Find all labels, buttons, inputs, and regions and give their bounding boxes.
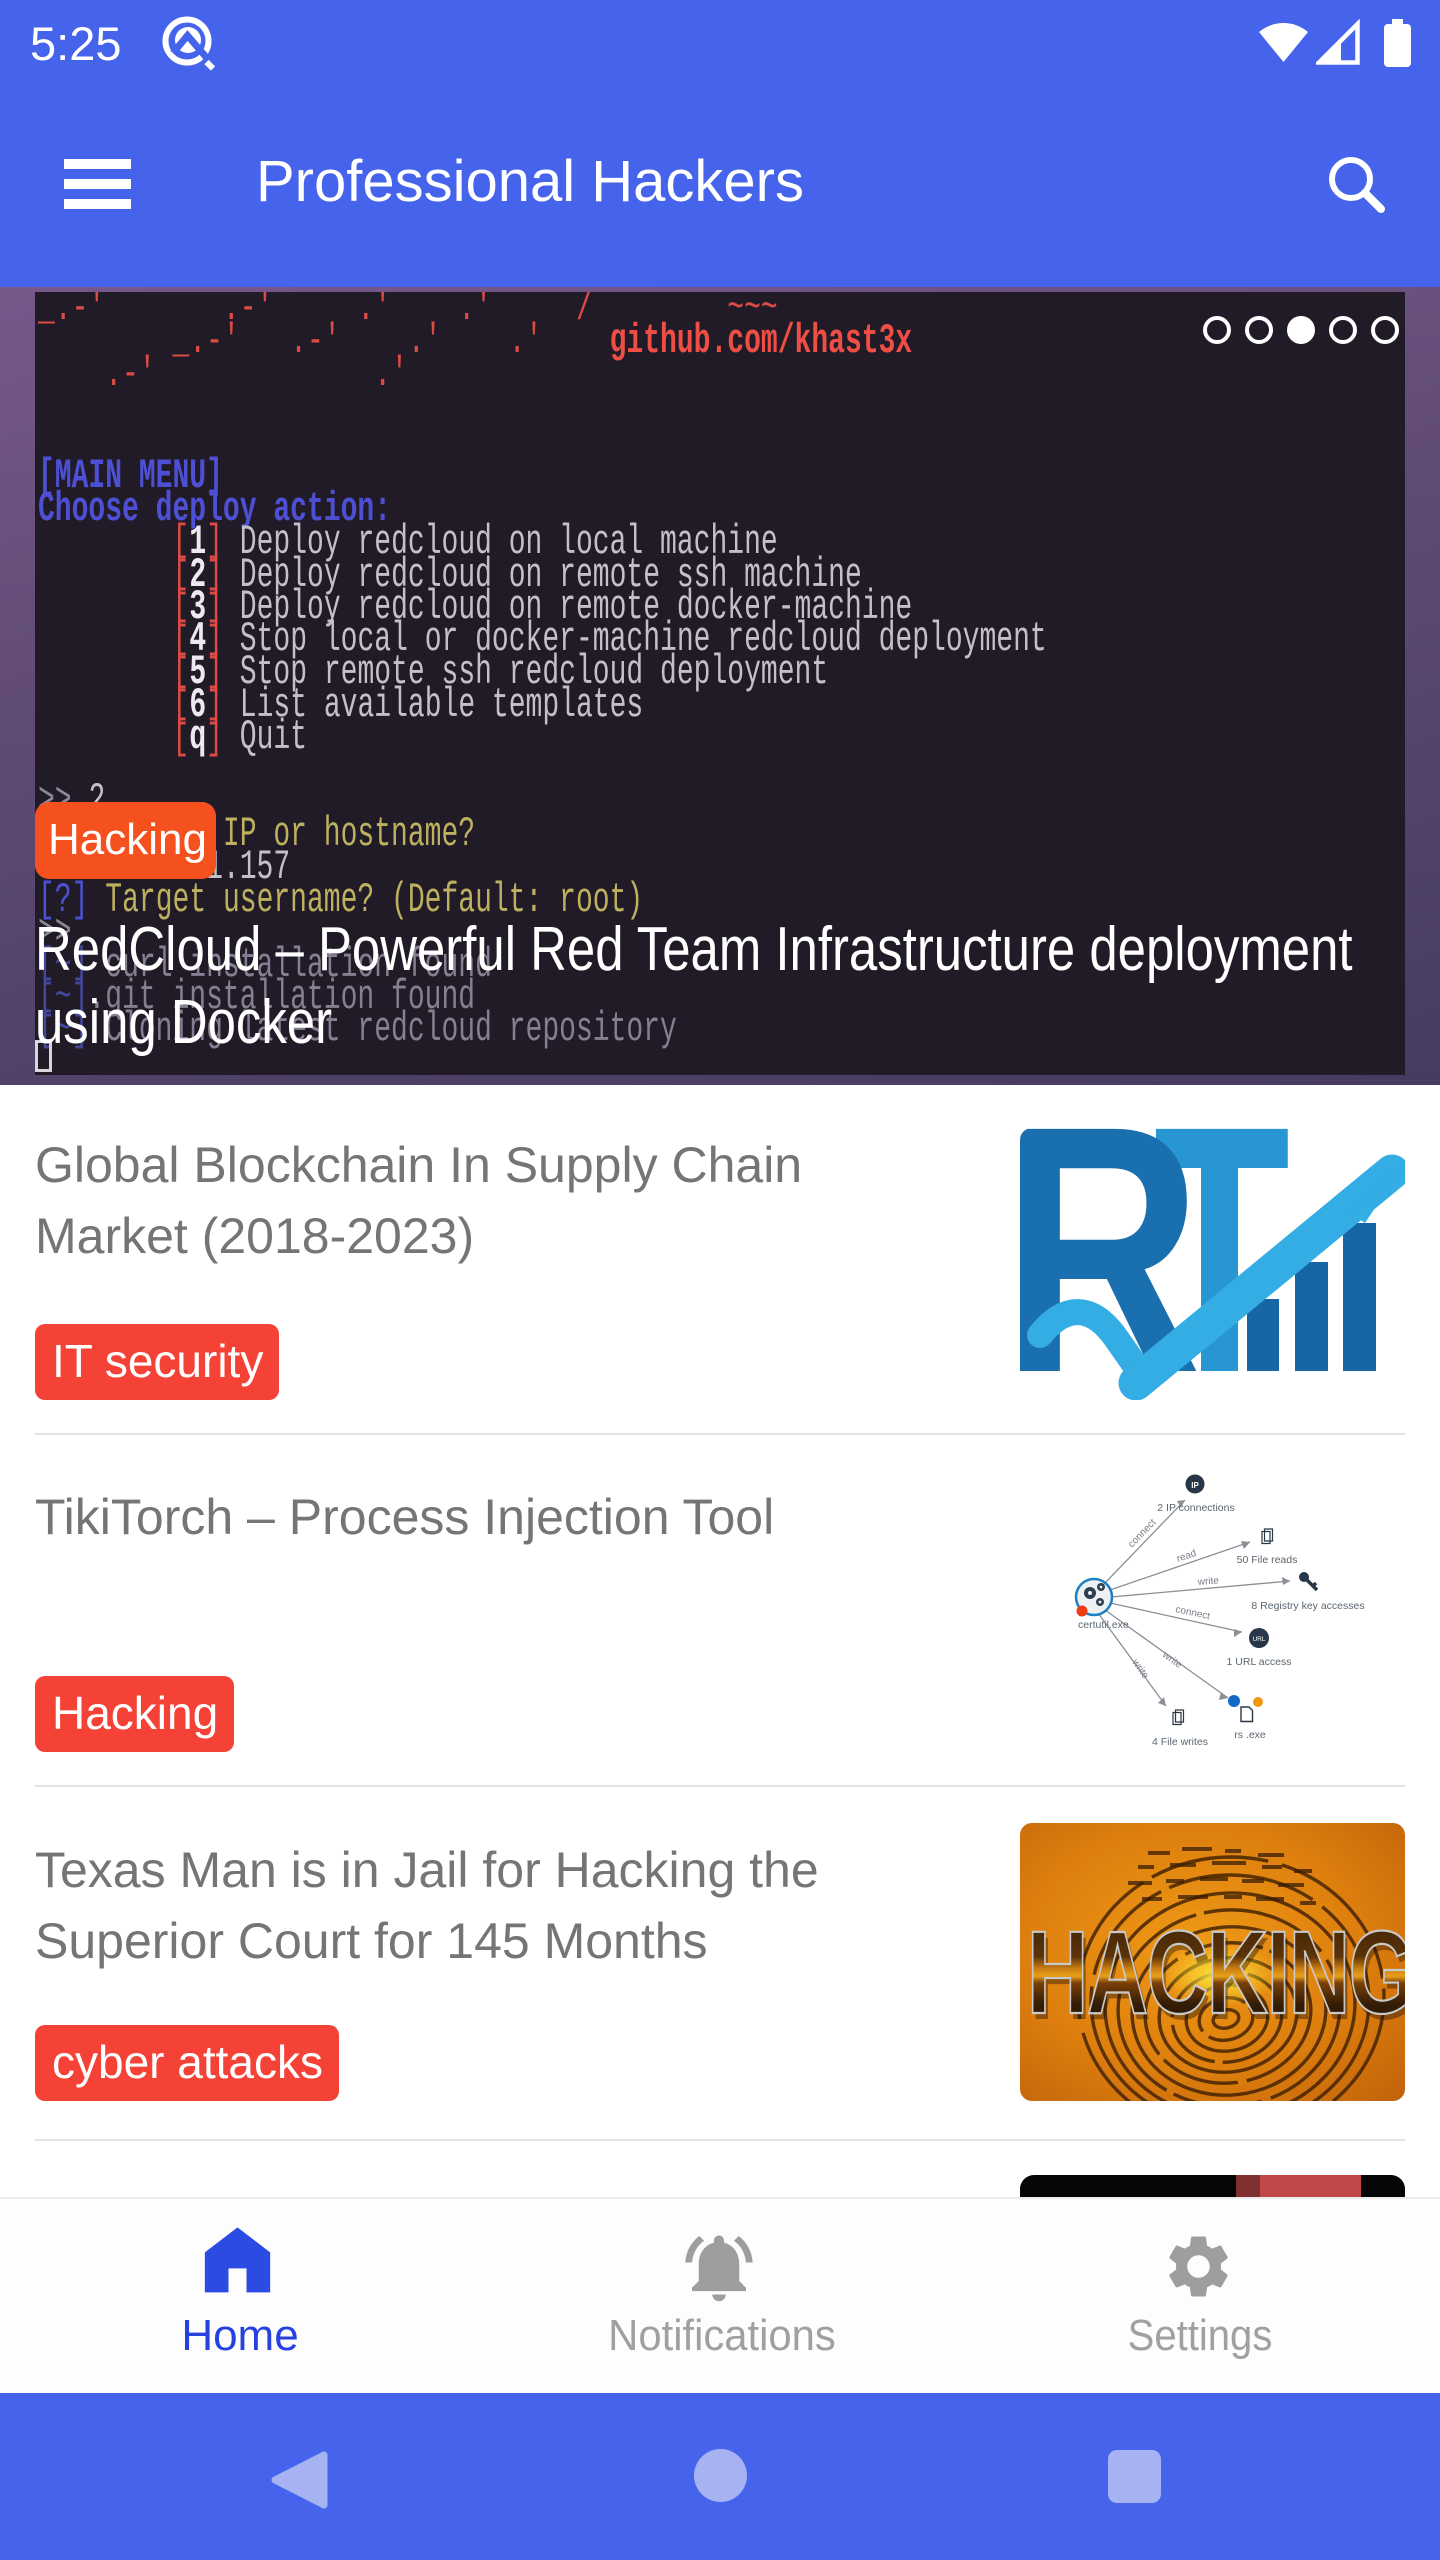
svg-text:connect: connect — [1126, 1517, 1158, 1550]
svg-text:certutil.exe: certutil.exe — [1078, 1619, 1129, 1631]
svg-text:IP: IP — [1191, 1481, 1199, 1490]
svg-text:1 URL access: 1 URL access — [1227, 1656, 1292, 1668]
svg-text:HACKING: HACKING — [1030, 1912, 1405, 2044]
svg-text:read: read — [1175, 1548, 1198, 1565]
svg-text:write: write — [1196, 1576, 1219, 1589]
svg-text:2 IP connections: 2 IP connections — [1157, 1502, 1234, 1514]
svg-text:8 Registry key accesses: 8 Registry key accesses — [1251, 1600, 1364, 1612]
svg-text:rs .exe: rs .exe — [1234, 1729, 1266, 1741]
svg-text:HACKING: HACKING — [1027, 1906, 1405, 2038]
svg-text:4 File writes: 4 File writes — [1152, 1736, 1208, 1748]
svg-text:50 File reads: 50 File reads — [1237, 1554, 1298, 1566]
svg-text:connect: connect — [1174, 1604, 1211, 1622]
svg-text:URL: URL — [1252, 1636, 1265, 1643]
